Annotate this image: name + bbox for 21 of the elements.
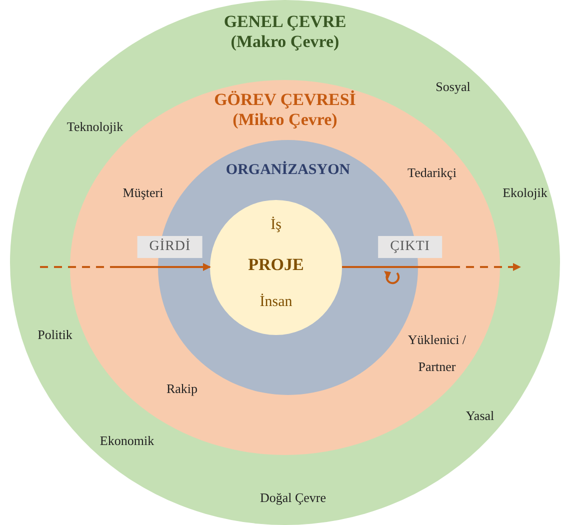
factor-label: Sosyal — [436, 79, 470, 95]
arrow — [342, 263, 521, 271]
factor-label: Politik — [38, 327, 72, 343]
factor-label: Müşteri — [122, 185, 164, 201]
ring-heading: GENEL ÇEVRE (Makro Çevre) — [222, 12, 348, 52]
arrow — [40, 263, 211, 271]
ring-heading: GÖREV ÇEVRESİ (Mikro Çevre) — [213, 90, 357, 130]
factor-label: Yüklenici / Partner — [406, 331, 468, 376]
edge-label: ÇIKTI — [378, 236, 442, 258]
center-text: İş — [270, 217, 282, 234]
factor-label: Ekolojik — [502, 185, 548, 201]
center-title: PROJE — [248, 255, 304, 275]
factor-label: Rakip — [166, 381, 198, 397]
center-text: İnsan — [260, 294, 292, 311]
factor-label: Doğal Çevre — [260, 490, 326, 506]
factor-label: Ekonomik — [100, 433, 154, 449]
edge-label: GİRDİ — [137, 236, 203, 258]
factor-label: Teknolojik — [66, 119, 124, 135]
ring-heading: ORGANİZASYON — [226, 162, 350, 179]
factor-label: Yasal — [466, 408, 494, 424]
factor-label: Tedarikçi — [408, 165, 456, 181]
